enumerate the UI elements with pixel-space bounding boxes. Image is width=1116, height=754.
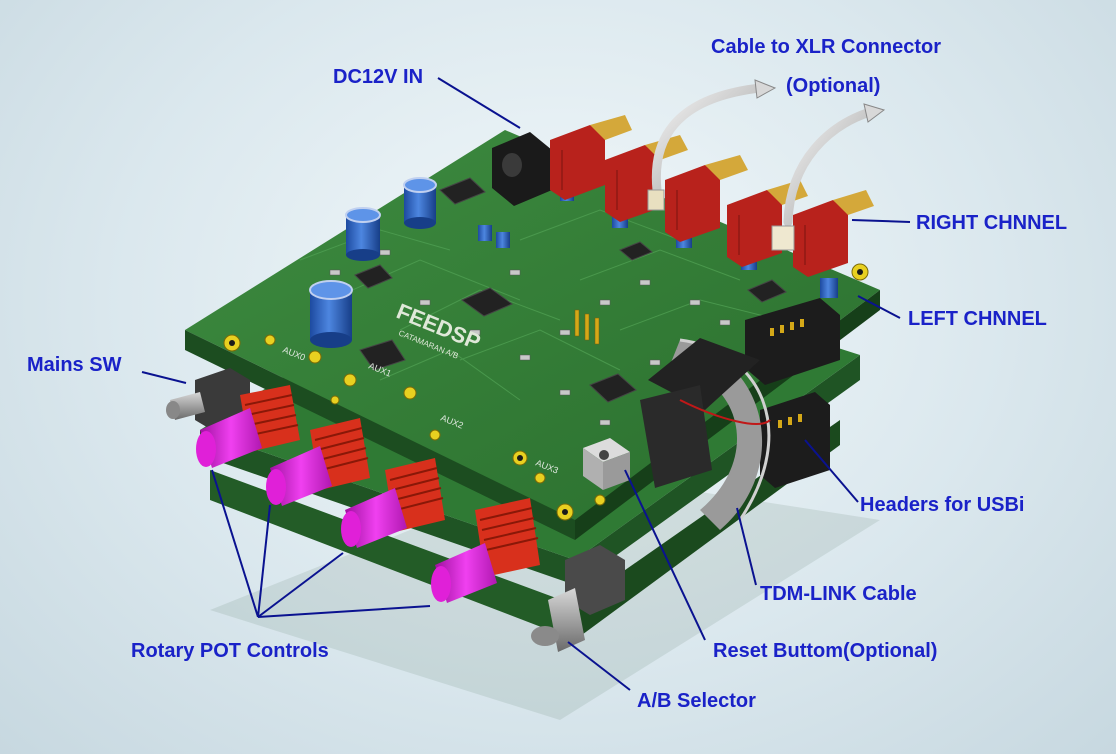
left-channel-label: LEFT CHNNEL bbox=[908, 308, 1047, 330]
dc-jack bbox=[492, 132, 552, 206]
dsp-chip bbox=[460, 287, 514, 317]
large-capacitor bbox=[309, 280, 353, 348]
cable-label-line2: (Optional) bbox=[786, 75, 881, 97]
reset-button-label: Reset Buttom(Optional) bbox=[713, 640, 938, 662]
ab-selector-switch bbox=[531, 545, 625, 652]
rca-connectors bbox=[550, 115, 874, 277]
cable-label-line1: Cable to XLR Connector bbox=[711, 36, 942, 58]
tdm-link-cable bbox=[640, 338, 771, 530]
mains-sw-label: Mains SW bbox=[27, 354, 122, 376]
rotary-pots bbox=[196, 385, 540, 603]
usbi-headers bbox=[745, 298, 840, 488]
pcb-front-edge bbox=[185, 330, 575, 540]
jumper-pins bbox=[574, 309, 600, 345]
reset-button-component bbox=[583, 438, 630, 490]
ab-selector-label: A/B Selector bbox=[637, 690, 756, 712]
pot-1 bbox=[196, 385, 300, 468]
leader-lines bbox=[141, 77, 911, 691]
xlr-cables bbox=[647, 79, 886, 251]
rotary-pot-label: Rotary POT Controls bbox=[131, 640, 329, 662]
pot-4 bbox=[431, 498, 540, 603]
right-channel-label: RIGHT CHNNEL bbox=[916, 212, 1068, 234]
pot-2 bbox=[266, 418, 370, 506]
tdm-link-label: TDM-LINK Cable bbox=[760, 583, 917, 605]
pot-3 bbox=[341, 458, 445, 548]
headers-usbi-label: Headers for USBi bbox=[860, 494, 1025, 516]
dc-in-label: DC12V IN bbox=[333, 66, 424, 88]
